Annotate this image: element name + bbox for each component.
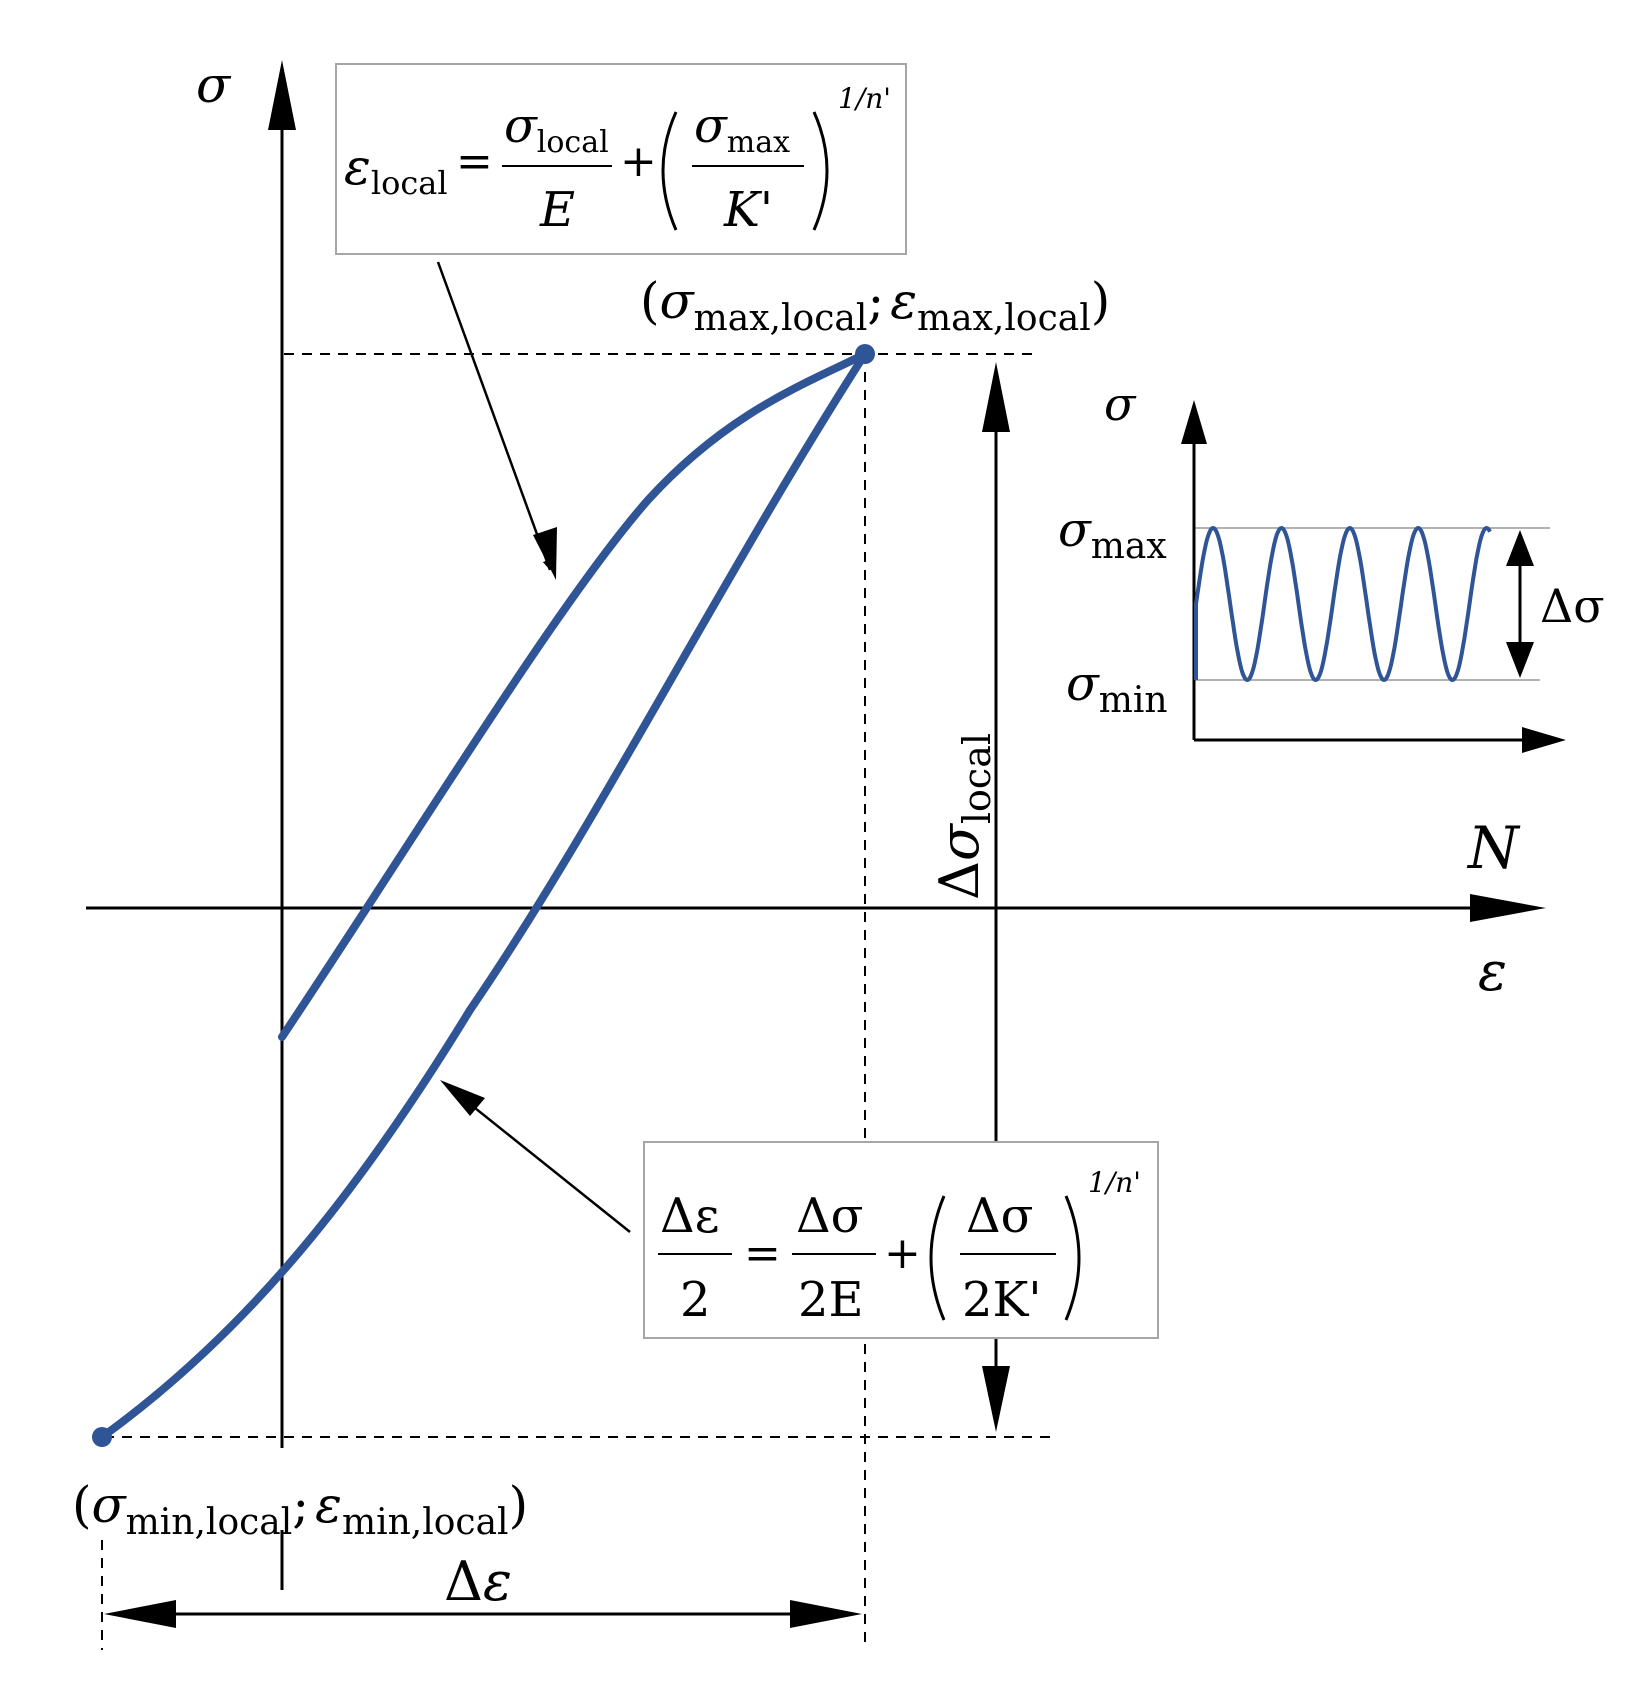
- delta-epsilon-dimension: [104, 1600, 862, 1628]
- sigma-axis-label: σ: [196, 56, 232, 114]
- inset-delta-sigma-label: Δσ: [1540, 579, 1605, 633]
- min-point-label: (σmin,local;εmin,local): [72, 1476, 528, 1543]
- inset-y-arrowhead: [1181, 400, 1207, 444]
- eq-bottom-left-paren: [929, 1195, 946, 1321]
- eq-bottom-frac2-num: Δσ: [966, 1188, 1033, 1244]
- max-point-marker: [855, 344, 875, 364]
- eq-top-lhs: εlocal: [344, 138, 448, 202]
- delta-epsilon-label: Δε: [444, 1550, 512, 1613]
- eq-bottom-lhs-num: Δε: [660, 1188, 720, 1244]
- eq-top-frac1-num: σlocal: [504, 98, 609, 160]
- eq-top-left-paren: [661, 111, 678, 231]
- min-point-marker: [92, 1427, 112, 1447]
- delta-sigma-local-label: Δσlocal: [928, 733, 999, 900]
- max-point-label: (σmax,local;εmax,local): [640, 272, 1110, 339]
- guide-lines: [101, 353, 1056, 1650]
- eq-bottom-pointer-arrowhead: [440, 1080, 485, 1116]
- strain-axis-arrowhead: [1470, 894, 1546, 922]
- inset-sigma-max-label: σmax: [1058, 502, 1167, 567]
- sigma-axis-arrowhead: [268, 60, 296, 130]
- eq-bottom-frac1-num: Δσ: [796, 1188, 863, 1244]
- eq-bottom-right-paren: [1064, 1195, 1081, 1321]
- delta-sigma-down-arrowhead: [982, 1366, 1010, 1432]
- epsilon-axis-label: ε: [1478, 940, 1507, 1003]
- eq-top-right-paren: [812, 111, 829, 231]
- unloading-branch-curve: [98, 350, 869, 1441]
- equation-bottom-box: Δε 2 = Δσ 2E + Δσ 2K' 1/n': [643, 1141, 1159, 1339]
- delta-epsilon-left-arrowhead: [104, 1600, 176, 1628]
- equation-top-box: εlocal = σlocal E + σmax K' 1/n': [335, 63, 907, 255]
- eq-top-frac1-den: E: [539, 182, 575, 238]
- eq-top-pointer-arrowhead: [533, 527, 557, 580]
- eq-bottom-exponent: 1/n': [1088, 1166, 1141, 1199]
- delta-epsilon-right-arrowhead: [790, 1600, 862, 1628]
- inset-sigma-label: σ: [1104, 377, 1137, 431]
- delta-sigma-up-arrowhead: [982, 362, 1010, 432]
- inset-sigma-min-label: σmin: [1066, 656, 1168, 721]
- eq-bottom-frac1-den: 2E: [798, 1272, 864, 1328]
- inset-range-down-arrowhead: [1506, 642, 1534, 678]
- eq-bottom-plus: +: [884, 1228, 921, 1279]
- main-axes: [86, 60, 1546, 1590]
- loading-branch-curve: [278, 350, 869, 1041]
- eq-top-frac2-den: K': [723, 182, 773, 238]
- eq-bottom-lhs-den: 2: [680, 1272, 711, 1328]
- eq-bottom-pointer-arrow: [449, 1087, 631, 1233]
- inset-x-arrowhead: [1522, 727, 1566, 753]
- eq-bottom-equals: =: [744, 1228, 781, 1279]
- n-axis-label: N: [1466, 814, 1521, 882]
- inset-range-up-arrowhead: [1506, 530, 1534, 566]
- inset-sine-wave: [1194, 525, 1492, 683]
- eq-top-equals: =: [456, 136, 493, 187]
- hysteresis-loop: [98, 350, 869, 1441]
- delta-sigma-local-dimension: [982, 362, 1010, 1432]
- eq-top-plus: +: [620, 136, 657, 187]
- eq-bottom-frac2-den: 2K': [962, 1272, 1042, 1328]
- inset-load-history: [1181, 400, 1566, 753]
- eq-top-exponent: 1/n': [838, 82, 891, 115]
- eq-top-frac2-num: σmax: [694, 98, 790, 160]
- eq-top-pointer-arrow: [436, 261, 552, 571]
